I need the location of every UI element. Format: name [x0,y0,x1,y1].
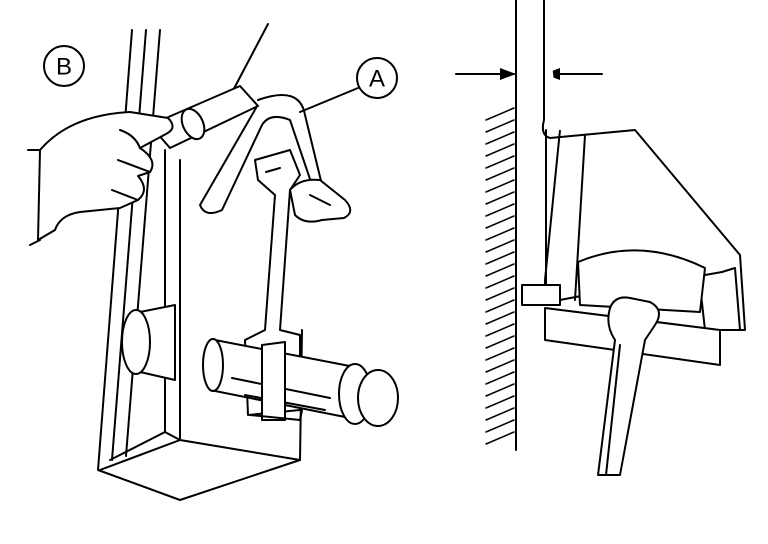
label-b: B [56,54,72,81]
right-section [455,0,746,476]
callout-a: A [299,57,398,113]
wall-hatching [485,107,515,445]
label-a: A [369,66,385,93]
left-illustration [27,23,399,501]
callout-b: B [43,45,85,87]
